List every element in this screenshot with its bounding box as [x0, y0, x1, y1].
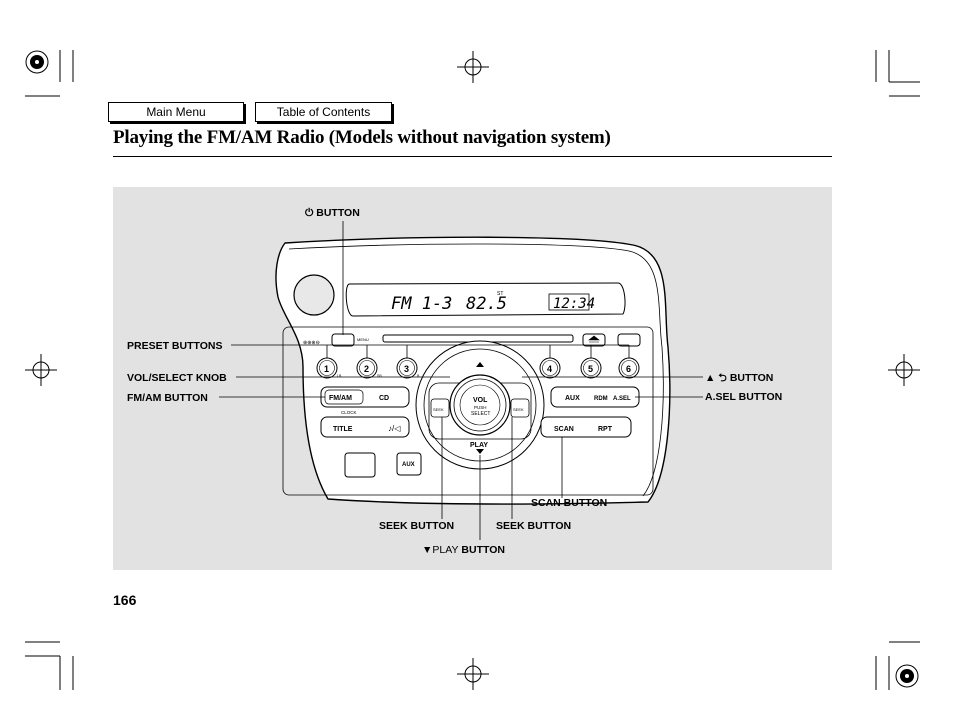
fm-am-button-label: FM/AM BUTTON: [127, 392, 208, 404]
svg-text:SEEK: SEEK: [513, 407, 524, 412]
svg-text:FM/AM: FM/AM: [329, 395, 352, 402]
preset-button[interactable]: 6: [618, 357, 640, 379]
display-stereo: ST: [497, 291, 503, 297]
preset-button[interactable]: 5: [580, 357, 602, 379]
vol-select-knob-label: VOL/SELECT KNOB: [127, 372, 227, 384]
down-arrow-icon: [476, 449, 484, 454]
power-icon: ⏻: [305, 207, 314, 219]
display-window: [345, 282, 626, 317]
page-number: 166: [113, 592, 137, 608]
svg-text:3: 3: [404, 364, 409, 374]
audio-unit-figure: FM 1-3 82.5 ST 12:34 ⊕⊕⊕⊖ MENU 1 2 3: [113, 187, 832, 570]
crosshair-icon: [457, 658, 489, 690]
bottom-blank-button: [344, 452, 376, 478]
display-frequency: 82.5: [466, 294, 507, 314]
svg-text:MENU: MENU: [357, 337, 369, 342]
power-button-label: ⏻ BUTTON: [305, 207, 360, 219]
svg-text:5: 5: [588, 364, 593, 374]
svg-text:1: 1: [324, 364, 329, 374]
svg-text:♪/◁: ♪/◁: [388, 424, 401, 433]
svg-text:AUX: AUX: [402, 462, 415, 468]
aux-jack: AUX: [396, 452, 422, 476]
crosshair-icon: [888, 354, 920, 386]
play-button-label: ▼PLAY BUTTON: [422, 544, 505, 556]
seek-button-label-right: SEEK BUTTON: [496, 520, 572, 532]
svg-text:PUSH: PUSH: [474, 405, 487, 410]
scan-rpt-buttons[interactable]: SCAN RPT: [540, 416, 632, 438]
table-of-contents-button[interactable]: Table of Contents: [255, 102, 392, 122]
up-arrow-icon: ▲: [705, 372, 716, 384]
vol-select-knob[interactable]: VOL PUSH SELECT: [449, 374, 511, 436]
title-divider: [113, 156, 832, 157]
svg-text:AUX: AUX: [565, 395, 580, 402]
registration-mark-icon: [25, 50, 49, 74]
svg-text:VOL: VOL: [473, 397, 488, 404]
return-icon: ⮌: [718, 372, 727, 384]
preset-buttons-label: PRESET BUTTONS: [127, 340, 223, 352]
svg-text:B: B: [417, 374, 420, 378]
preset-button[interactable]: 3: [396, 357, 418, 379]
play-label: PLAY: [470, 442, 488, 449]
asel-button-label: A.SEL BUTTON: [705, 391, 783, 403]
preset-button[interactable]: 1: [316, 357, 338, 379]
svg-text:SCAN: SCAN: [554, 426, 574, 433]
seek-up-button[interactable]: SEEK: [510, 398, 530, 418]
decorative-knob: [293, 274, 335, 316]
svg-text:⊕⊕⊕⊖: ⊕⊕⊕⊖: [303, 340, 320, 346]
title-button[interactable]: TITLE ♪/◁: [320, 416, 410, 438]
svg-text:6: 6: [626, 364, 631, 374]
fm-am-button-graphic[interactable]: FM/AM CD: [320, 386, 410, 408]
seek-button-label-left: SEEK BUTTON: [379, 520, 455, 532]
svg-text:RDM: RDM: [594, 396, 608, 402]
svg-text:SEEK: SEEK: [433, 407, 444, 412]
page-title: Playing the FM/AM Radio (Models without …: [113, 127, 611, 148]
svg-text:4: 4: [547, 364, 552, 374]
eject-button-label: ▲⮌BUTTON: [705, 372, 774, 384]
svg-text:CD: CD: [379, 395, 389, 402]
eject-icon: [588, 335, 600, 343]
aux-rdm-asel-buttons[interactable]: AUX RDM A.SEL: [550, 386, 640, 408]
clock-label: CLOCK: [341, 410, 357, 415]
svg-text:A.SEL: A.SEL: [613, 396, 631, 402]
svg-text:2: 2: [364, 364, 369, 374]
up-arrow-icon: [476, 362, 484, 367]
svg-text:LB: LB: [337, 374, 342, 378]
registration-mark-icon: [895, 664, 919, 688]
scan-button-label: SCAN BUTTON: [531, 497, 608, 509]
svg-text:SELECT: SELECT: [471, 411, 490, 417]
preset-button[interactable]: 4: [539, 357, 561, 379]
svg-text:SB: SB: [377, 374, 382, 378]
preset-button[interactable]: 2: [356, 357, 378, 379]
down-arrow-icon: ▼: [422, 544, 433, 556]
display-band: FM 1-3: [391, 294, 452, 314]
svg-text:RPT: RPT: [598, 426, 613, 433]
crosshair-icon: [457, 51, 489, 83]
main-menu-button[interactable]: Main Menu: [108, 102, 244, 122]
crosshair-icon: [25, 354, 57, 386]
display-time: 12:34: [553, 296, 595, 312]
svg-text:TITLE: TITLE: [333, 426, 353, 433]
seek-down-button[interactable]: SEEK: [430, 398, 450, 418]
power-button[interactable]: [331, 333, 355, 347]
